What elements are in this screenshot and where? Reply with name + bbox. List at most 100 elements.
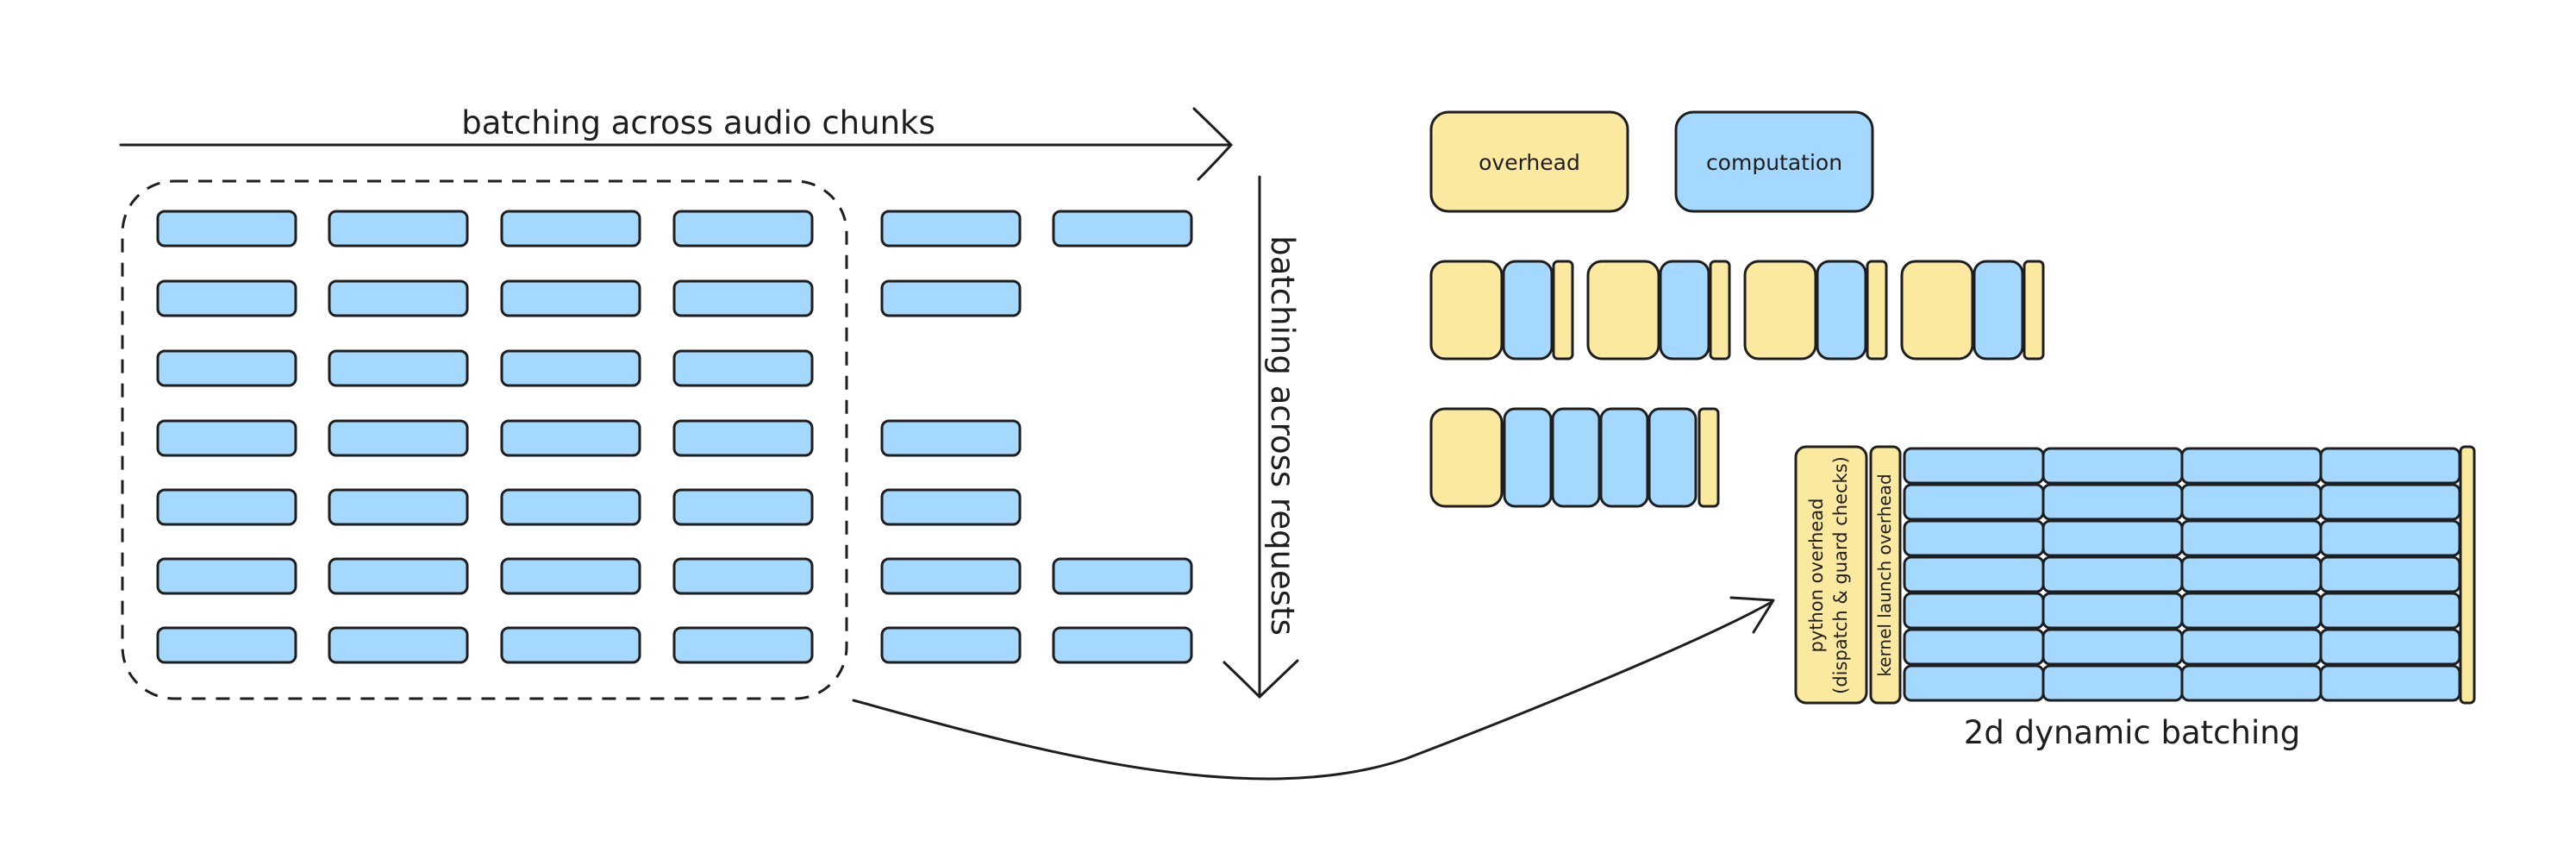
batched-cell bbox=[2180, 664, 2323, 702]
chunk-cell bbox=[156, 210, 297, 248]
chunk-cell bbox=[500, 557, 641, 595]
chunk-cell bbox=[500, 419, 641, 457]
chunk-cell bbox=[880, 279, 1022, 317]
chunk-cell bbox=[328, 419, 469, 457]
compute-block bbox=[1599, 407, 1649, 508]
batched-cell bbox=[2041, 447, 2184, 485]
python-overhead-block bbox=[1794, 445, 1868, 705]
batched-cell bbox=[1903, 628, 2045, 666]
horizontal-arrow-label: batching across audio chunks bbox=[461, 104, 935, 141]
chunk-cell bbox=[1052, 626, 1193, 664]
chunk-cell bbox=[500, 626, 641, 664]
compute-block bbox=[1648, 407, 1698, 508]
chunk-cell bbox=[880, 210, 1022, 248]
batched-cell bbox=[2041, 519, 2184, 557]
chunk-cell bbox=[500, 488, 641, 526]
python-overhead-sublabel: (dispatch & guard checks) bbox=[1830, 456, 1851, 694]
batched-cell bbox=[2319, 592, 2461, 630]
dashed-batch-boundary bbox=[121, 179, 848, 700]
chunk-cell bbox=[880, 488, 1022, 526]
overhead-block bbox=[1586, 260, 1660, 361]
chunk-cell bbox=[500, 349, 641, 387]
batched-cell bbox=[1903, 519, 2045, 557]
compute-block bbox=[1551, 407, 1601, 508]
legend-overhead: overhead bbox=[1429, 110, 1629, 213]
python-overhead-label: python overhead bbox=[1806, 498, 1827, 652]
chunk-cell bbox=[156, 349, 297, 387]
chunk-cell bbox=[328, 210, 469, 248]
chunk-cell bbox=[880, 626, 1022, 664]
batched-cell bbox=[1903, 592, 2045, 630]
overhead-block bbox=[1900, 260, 1974, 361]
request-chunk-grid bbox=[121, 179, 1193, 700]
kernel-launch-block bbox=[1869, 445, 1902, 705]
legend-overhead-label: overhead bbox=[1479, 150, 1580, 175]
overhead-block bbox=[1743, 260, 1817, 361]
chunk-cell bbox=[880, 419, 1022, 457]
overhead-block bbox=[1429, 260, 1504, 361]
chunk-cell bbox=[672, 349, 814, 387]
chunk-cell bbox=[672, 279, 814, 317]
kernel-overhead-block bbox=[1709, 260, 1731, 361]
chunk-cell bbox=[156, 557, 297, 595]
chunk-cell bbox=[672, 626, 814, 664]
batched-timeline bbox=[1429, 407, 1720, 508]
batched-cell bbox=[2180, 447, 2323, 485]
batched-cell bbox=[2319, 483, 2461, 521]
horizontal-arrow: batching across audio chunks bbox=[119, 104, 1234, 181]
batched-cell bbox=[1903, 483, 2045, 521]
batched-cell bbox=[2319, 664, 2461, 702]
batched-cell bbox=[2319, 555, 2461, 593]
batched-cell bbox=[2041, 628, 2184, 666]
batched-cell bbox=[2041, 592, 2184, 630]
compute-block bbox=[1503, 407, 1553, 508]
batched-cell bbox=[1903, 555, 2045, 593]
batched-cell bbox=[2180, 555, 2323, 593]
legend: overhead computation bbox=[1429, 110, 1874, 213]
chunk-cell bbox=[672, 210, 814, 248]
batched-cell bbox=[2041, 483, 2184, 521]
kernel-overhead-block bbox=[1552, 260, 1574, 361]
batched-cell bbox=[1903, 447, 2045, 485]
chunk-cell bbox=[328, 488, 469, 526]
batched-cell bbox=[2180, 592, 2323, 630]
vertical-arrow-label: batching across requests bbox=[1264, 235, 1301, 636]
legend-computation-label: computation bbox=[1706, 150, 1842, 175]
compute-block bbox=[1659, 260, 1710, 361]
dynamic-batching-label: 2d dynamic batching bbox=[1964, 714, 2300, 751]
batched-cell bbox=[2041, 664, 2184, 702]
batched-compute-grid bbox=[1903, 447, 2461, 702]
dynamic-batching-block: python overhead (dispatch & guard checks… bbox=[1794, 445, 2476, 751]
chunk-cell bbox=[328, 279, 469, 317]
chunk-cell bbox=[328, 349, 469, 387]
compute-block bbox=[1973, 260, 2024, 361]
compute-block bbox=[1502, 260, 1554, 361]
chunk-cell bbox=[156, 419, 297, 457]
batched-cell bbox=[2041, 555, 2184, 593]
chunk-cell bbox=[672, 557, 814, 595]
chunk-cell bbox=[500, 210, 641, 248]
chunk-cell bbox=[156, 279, 297, 317]
chunk-cell bbox=[156, 626, 297, 664]
chunk-cell bbox=[500, 279, 641, 317]
batched-cell bbox=[2180, 628, 2323, 666]
kernel-launch-label: kernel launch overhead bbox=[1874, 474, 1895, 676]
vertical-arrow: batching across requests bbox=[1222, 175, 1301, 699]
tail-overhead-block bbox=[2459, 445, 2476, 705]
kernel-overhead-block bbox=[2023, 260, 2045, 361]
chunk-cell bbox=[1052, 210, 1193, 248]
batched-cell bbox=[1903, 664, 2045, 702]
batched-cell bbox=[2319, 447, 2461, 485]
kernel-overhead-block bbox=[1866, 260, 1888, 361]
chunk-cell bbox=[672, 488, 814, 526]
compute-block bbox=[1816, 260, 1867, 361]
chunk-cell bbox=[328, 557, 469, 595]
kernel-overhead-block bbox=[1698, 407, 1720, 508]
batched-cell bbox=[2319, 519, 2461, 557]
chunk-cell bbox=[328, 626, 469, 664]
batched-cell bbox=[2319, 628, 2461, 666]
chunk-cells bbox=[156, 210, 1193, 664]
batched-cell bbox=[2180, 483, 2323, 521]
chunk-cell bbox=[156, 488, 297, 526]
